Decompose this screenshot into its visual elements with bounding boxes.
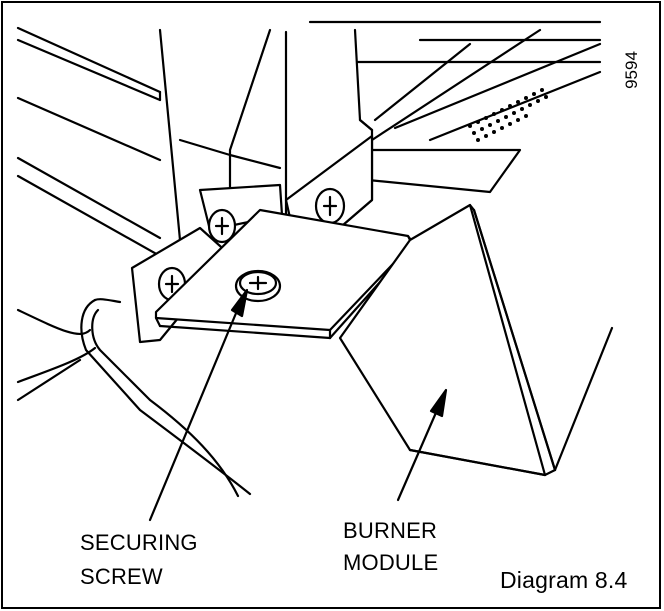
securing-screw-leader — [148, 288, 249, 522]
perforated-panel — [468, 88, 548, 142]
burner-module-leader — [396, 388, 448, 502]
diagram-caption: Diagram 8.4 — [500, 567, 628, 593]
curved-base — [16, 298, 252, 498]
upper-left-rails — [16, 26, 162, 258]
upper-right-rails — [308, 20, 602, 142]
burner-module-label-line1: BURNER — [343, 518, 438, 543]
burner-module-housing — [338, 203, 614, 477]
securing-screw-label-line2: SCREW — [80, 564, 163, 589]
burner-module-label-line2: MODULE — [343, 550, 439, 575]
upright-bracket-screw — [314, 187, 346, 225]
reference-number: 9594 — [622, 51, 641, 89]
right-flange-bar — [366, 148, 522, 194]
securing-screw-label-line1: SECURING — [80, 530, 198, 555]
rear-screw — [207, 208, 237, 244]
